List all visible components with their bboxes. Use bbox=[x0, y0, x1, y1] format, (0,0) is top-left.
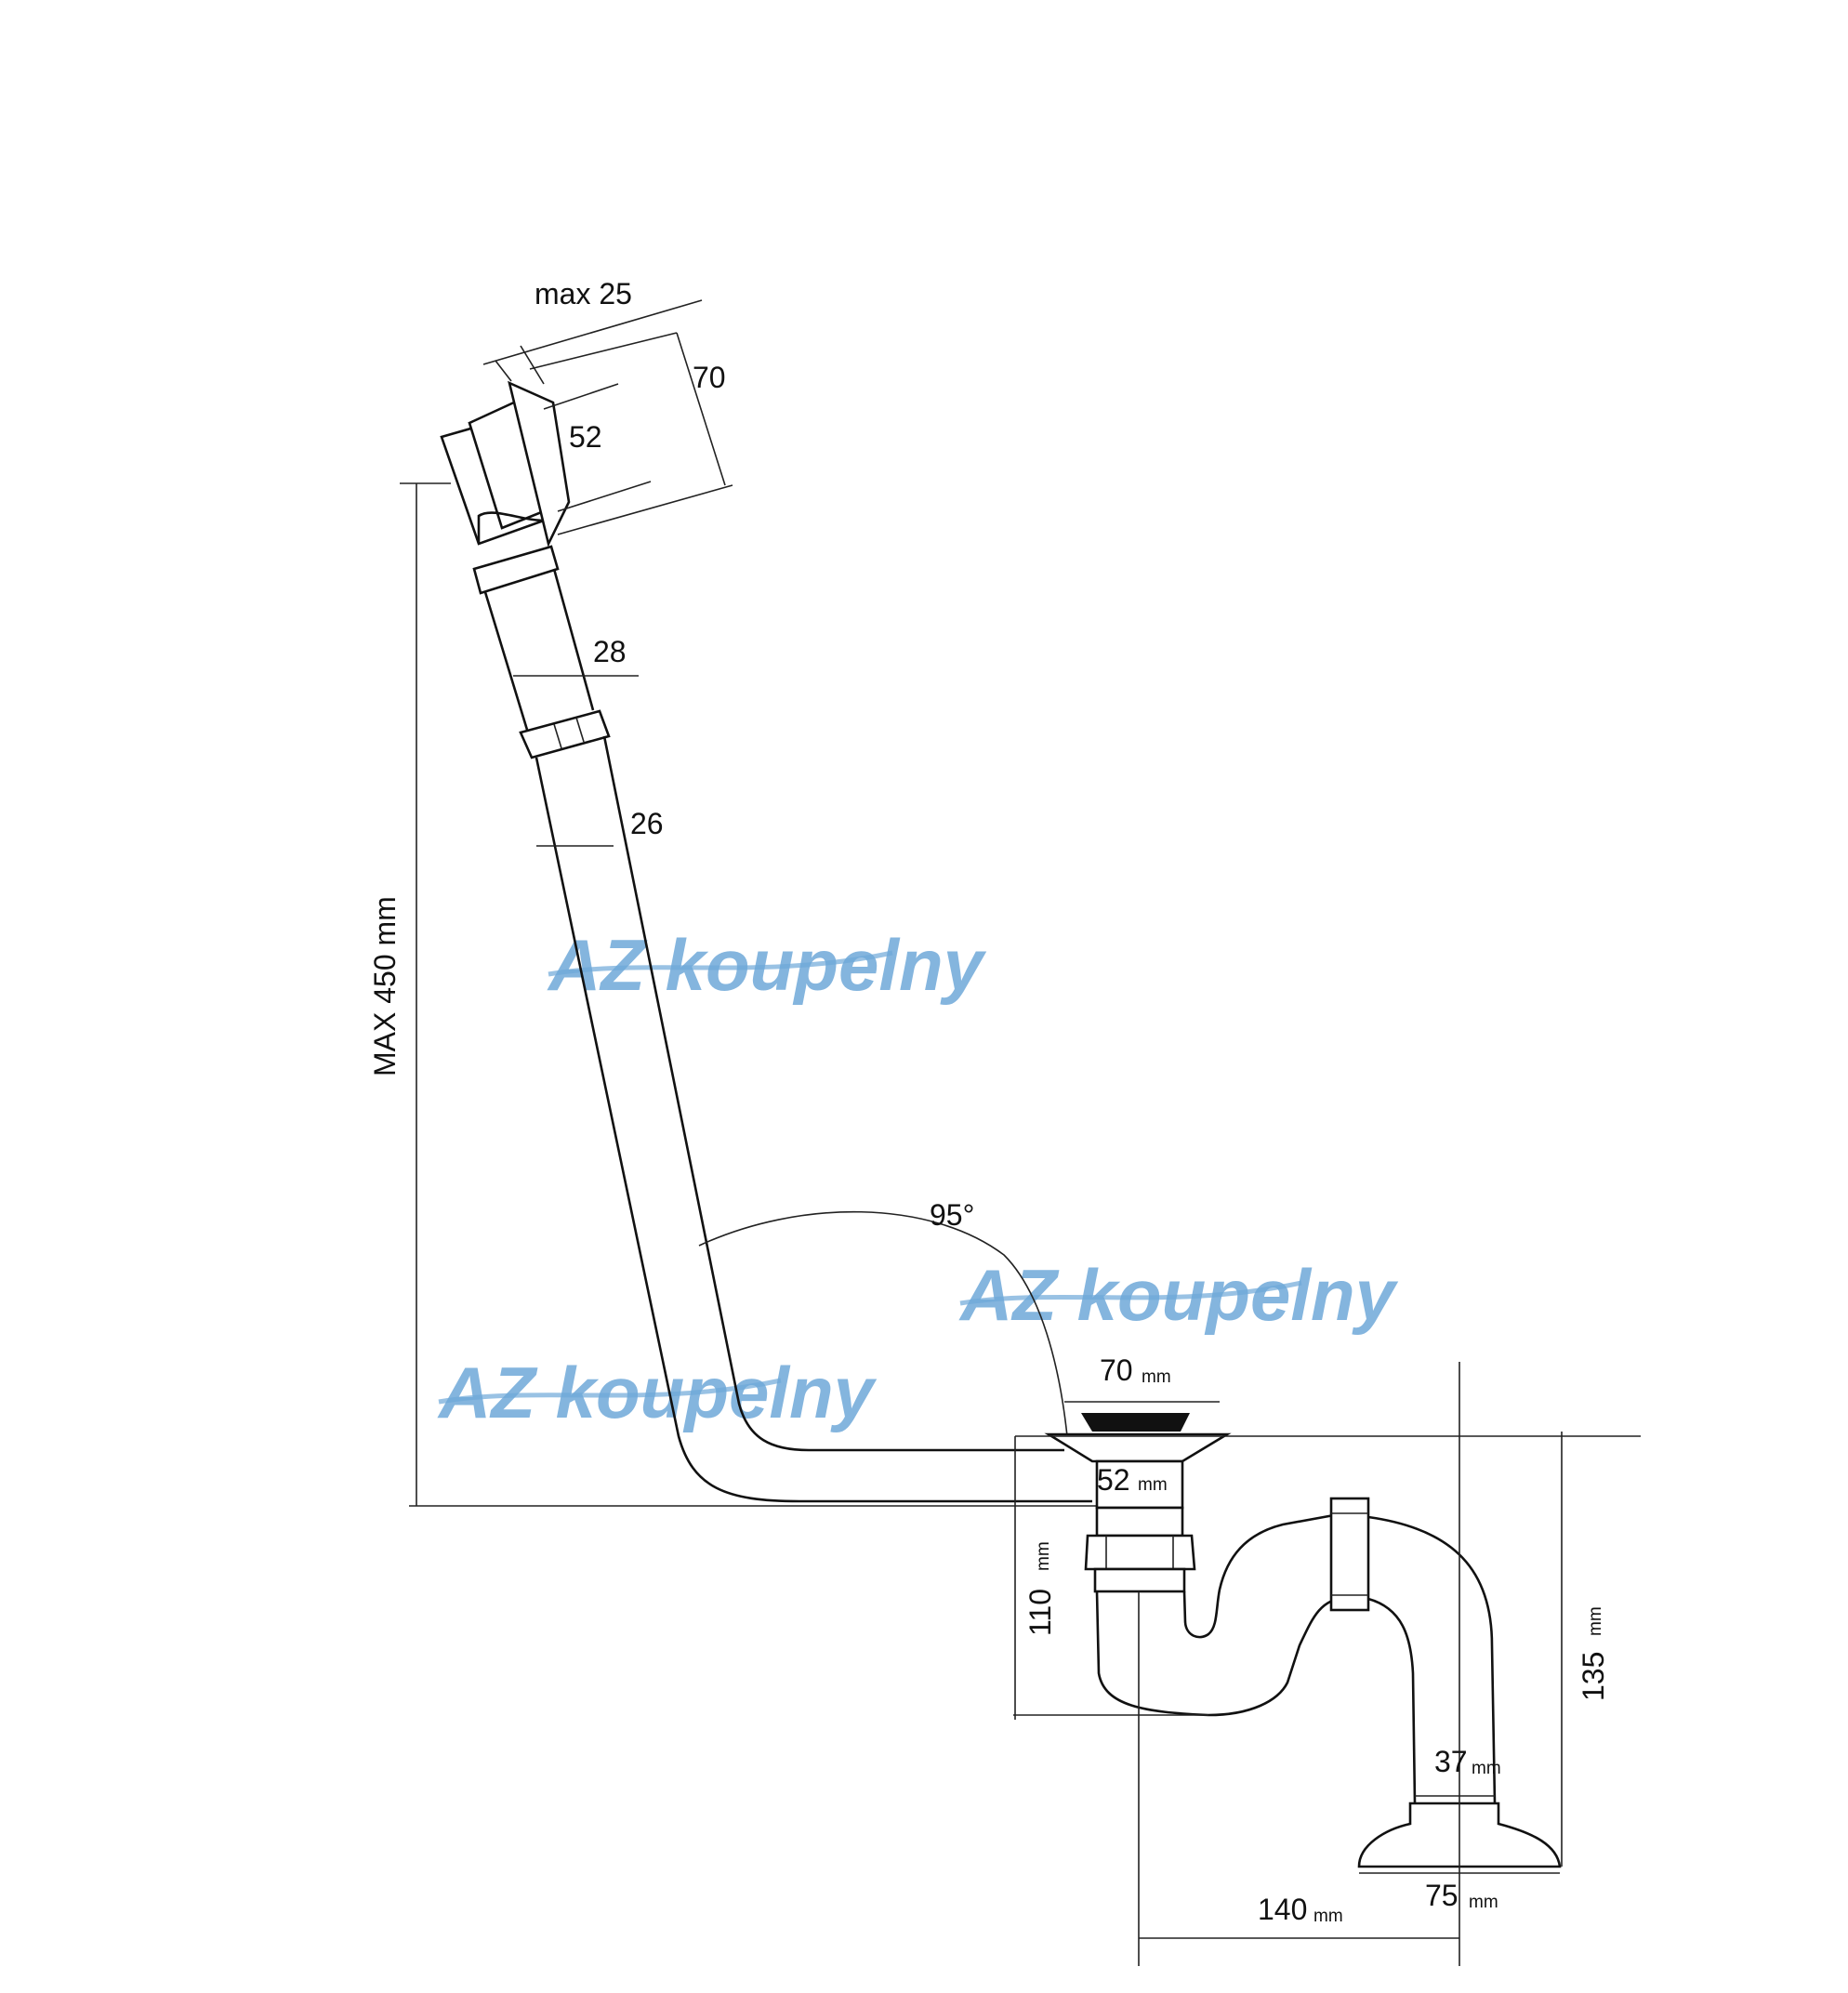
upper-nut bbox=[472, 545, 560, 595]
label-tube-upper: 28 bbox=[593, 635, 627, 668]
label-plug-body-unit: mm bbox=[1138, 1475, 1168, 1495]
label-angle: 95° bbox=[930, 1198, 974, 1232]
label-outlet-flange-unit: mm bbox=[1469, 1893, 1498, 1912]
label-trap-height-unit: mm bbox=[1586, 1606, 1605, 1636]
plug-dimension-lines bbox=[1015, 1401, 1641, 1437]
lower-nut bbox=[519, 709, 611, 759]
upper-tube bbox=[483, 568, 639, 731]
label-trap-height: 135 bbox=[1577, 1652, 1610, 1701]
plug-waste bbox=[1044, 1413, 1232, 1593]
overflow-dimension-lines bbox=[482, 299, 733, 535]
label-horizontal-offset: 140 bbox=[1258, 1893, 1307, 1926]
label-plug-top: 70 bbox=[1100, 1353, 1133, 1387]
watermark-1: AZ koupelny bbox=[547, 924, 987, 1006]
label-outlet-diameter: 37 bbox=[1434, 1745, 1468, 1778]
trap bbox=[1095, 1497, 1497, 1804]
label-drop-height: 110 bbox=[1023, 1589, 1057, 1636]
label-drop-height-unit: mm bbox=[1034, 1541, 1053, 1571]
label-max-height: MAX 450 mm bbox=[368, 896, 402, 1076]
label-tube-lower: 26 bbox=[630, 807, 664, 840]
label-outlet-flange: 75 bbox=[1425, 1879, 1459, 1912]
label-overflow-height: 70 bbox=[693, 361, 726, 394]
long-tube bbox=[535, 735, 1092, 1503]
watermark-3: AZ koupelny bbox=[437, 1352, 878, 1433]
label-plug-top-unit: mm bbox=[1142, 1367, 1171, 1387]
label-plug-body: 52 bbox=[1097, 1463, 1130, 1497]
angle-arc bbox=[698, 1210, 1068, 1437]
bottom-dimension-lines bbox=[1013, 1362, 1563, 1966]
overflow-head bbox=[440, 380, 571, 548]
label-overflow-max: max 25 bbox=[535, 277, 632, 310]
label-outlet-diameter-unit: mm bbox=[1472, 1759, 1501, 1778]
watermark-2: AZ koupelny bbox=[958, 1254, 1399, 1336]
label-horizontal-offset-unit: mm bbox=[1313, 1907, 1343, 1926]
label-overflow-diameter: 52 bbox=[569, 420, 602, 454]
max-height-dimension bbox=[400, 482, 1106, 1507]
